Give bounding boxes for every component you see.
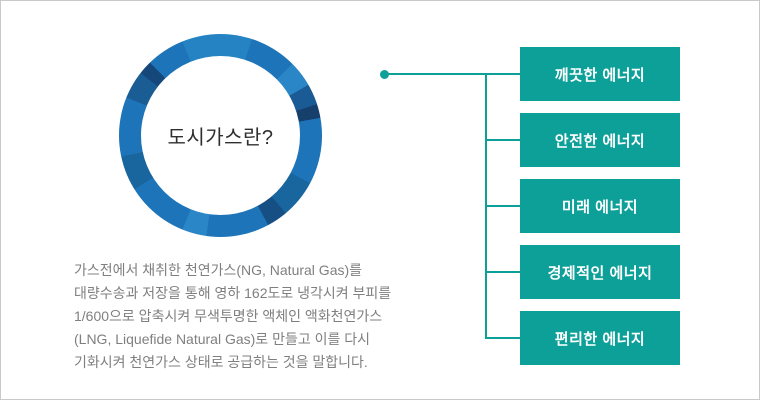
description-line: 기화시켜 천연가스 상태로 공급하는 것을 말합니다. [74,354,368,370]
energy-box-safe: 안전한 에너지 [520,113,680,167]
connector-stub [485,139,520,141]
connector-horizontal-line [384,73,520,75]
energy-box-clean: 깨끗한 에너지 [520,47,680,101]
energy-box-convenient: 편리한 에너지 [520,311,680,365]
connector-stub [485,271,520,273]
connector-stub [485,205,520,207]
connector-stub [485,337,520,339]
ring-inner-circle: 도시가스란? [141,56,300,215]
infographic-title: 도시가스란? [167,127,274,149]
energy-box-future: 미래 에너지 [520,179,680,233]
description-line: 가스전에서 채취한 천연가스(NG, Natural Gas)를 [74,262,363,278]
city-gas-description: 가스전에서 채취한 천연가스(NG, Natural Gas)를 대량수송과 저… [74,259,444,374]
energy-box-economical: 경제적인 에너지 [520,245,680,299]
city-gas-ring-graphic: 도시가스란? [119,34,322,237]
description-line: 대량수송과 저장을 통해 영하 162도로 냉각시켜 부피를 [74,285,392,301]
description-line: 1/600으로 압축시켜 무색투명한 액체인 액화천연가스 [74,308,383,324]
description-line: (LNG, Liquefide Natural Gas)로 만들고 이를 다시 [74,331,371,347]
